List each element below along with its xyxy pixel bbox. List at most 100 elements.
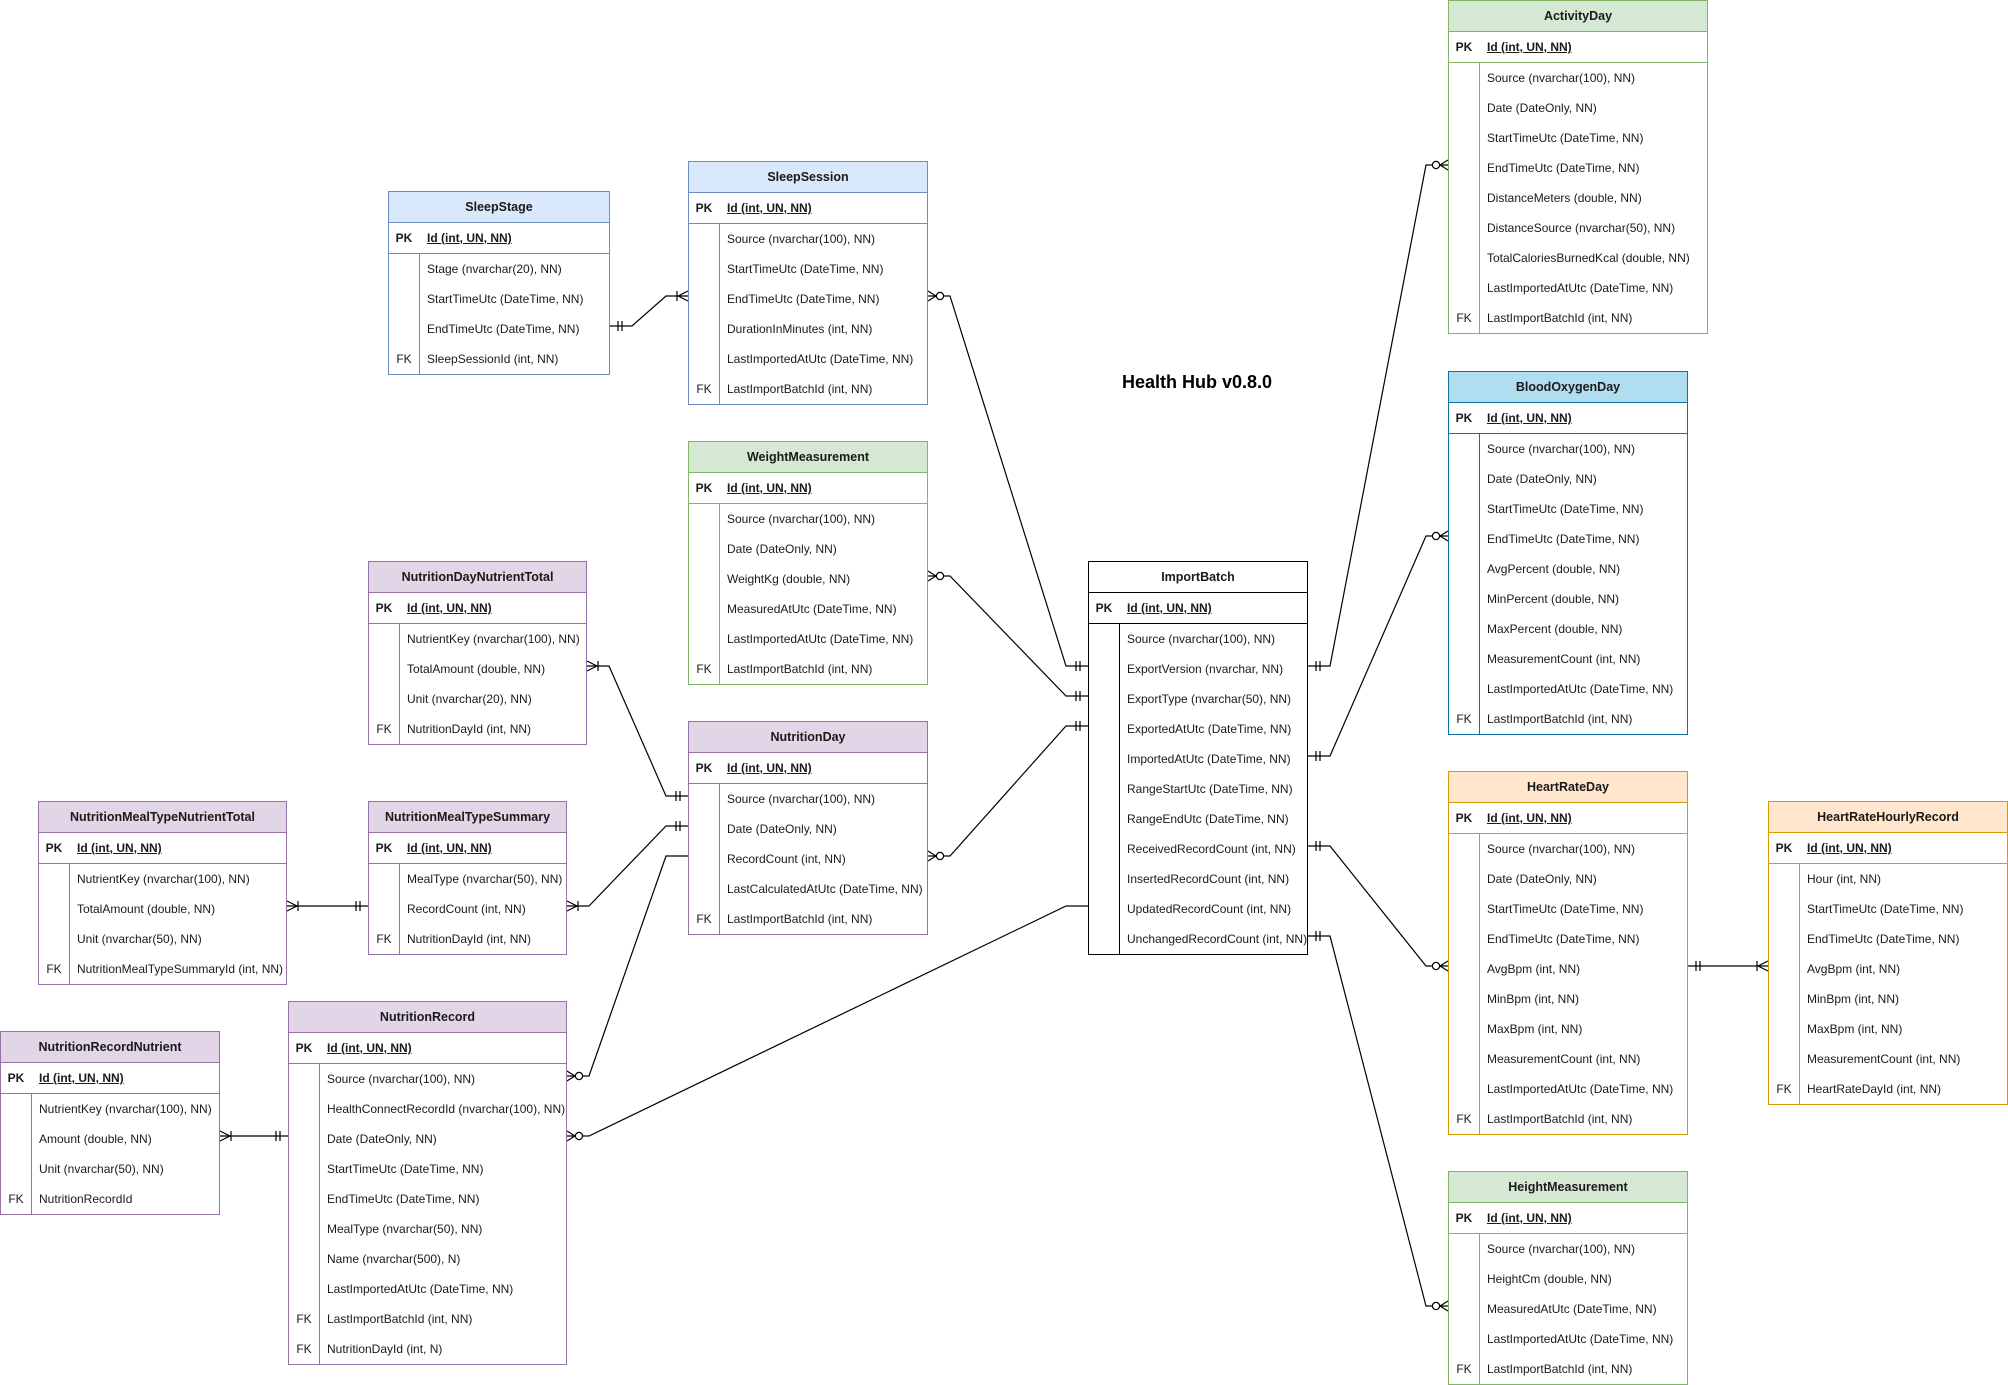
entity-name: NutritionMealTypeNutrientTotal: [39, 802, 286, 832]
column-row: NutrientKey (nvarchar(100), NN): [369, 624, 586, 654]
entity-name: BloodOxygenDay: [1449, 372, 1687, 402]
column-row: Date (DateOnly, NN): [289, 1124, 566, 1154]
pk-column: Id (int, UN, NN): [727, 481, 812, 495]
column-name: RecordCount (int, NN): [407, 902, 526, 916]
column-row: TotalCaloriesBurnedKcal (double, NN): [1449, 243, 1707, 273]
relationship-heartrateday-heartratehourlyrecord: [1688, 960, 1769, 972]
pk-column: Id (int, UN, NN): [39, 1071, 124, 1085]
column-name: EndTimeUtc (DateTime, NN): [727, 292, 880, 306]
column-row: RecordCount (int, NN): [369, 894, 566, 924]
column-row: EndTimeUtc (DateTime, NN): [1449, 924, 1687, 954]
entity-name: NutritionRecord: [289, 1002, 566, 1032]
column-name: Unit (nvarchar(50), NN): [39, 1162, 164, 1176]
column-row: ExportedAtUtc (DateTime, NN): [1089, 714, 1307, 744]
fk-marker: FK: [1456, 1362, 1472, 1376]
column-name: EndTimeUtc (DateTime, NN): [427, 322, 580, 336]
column-row: MeasurementCount (int, NN): [1769, 1044, 2007, 1074]
column-row: MinPercent (double, NN): [1449, 584, 1687, 614]
column-row: LastImportedAtUtc (DateTime, NN): [1449, 674, 1687, 704]
column-name: Unit (nvarchar(20), NN): [407, 692, 532, 706]
column-name: Source (nvarchar(100), NN): [727, 792, 876, 806]
relationship-nutritionrecord-nutritionday: [566, 855, 688, 1082]
pk-marker: PK: [7, 1071, 25, 1085]
column-row: WeightKg (double, NN): [689, 564, 927, 594]
entity-name: NutritionDay: [689, 722, 927, 752]
column-name: Source (nvarchar(100), NN): [727, 232, 876, 246]
column-name: Source (nvarchar(100), NN): [1487, 1242, 1636, 1256]
entity-name: HeartRateHourlyRecord: [1769, 802, 2007, 832]
column-name: MeasurementCount (int, NN): [1487, 1052, 1641, 1066]
column-row: MaxPercent (double, NN): [1449, 614, 1687, 644]
column-name: UnchangedRecordCount (int, NN): [1127, 932, 1308, 946]
pk-marker: PK: [375, 841, 393, 855]
column-name: MaxBpm (int, NN): [1487, 1022, 1583, 1036]
column-row: AvgPercent (double, NN): [1449, 554, 1687, 584]
relationship-nutritionmealtypenutrienttotal-nutritionmealtypesummary: [286, 900, 368, 912]
column-row: DistanceMeters (double, NN): [1449, 183, 1707, 213]
pk-marker: PK: [1095, 601, 1113, 615]
pk-column: Id (int, UN, NN): [327, 1041, 412, 1055]
column-name: MeasurementCount (int, NN): [1807, 1052, 1961, 1066]
column-row: StartTimeUtc (DateTime, NN): [689, 254, 927, 284]
column-name: Stage (nvarchar(20), NN): [427, 262, 562, 276]
column-row: MeasuredAtUtc (DateTime, NN): [1449, 1294, 1687, 1324]
column-name: LastImportBatchId (int, NN): [327, 1312, 473, 1326]
column-name: StartTimeUtc (DateTime, NN): [1487, 502, 1644, 516]
column-name: Date (DateOnly, NN): [327, 1132, 437, 1146]
column-name: WeightKg (double, NN): [727, 572, 851, 586]
pk-column: Id (int, UN, NN): [727, 761, 812, 775]
column-name: InsertedRecordCount (int, NN): [1127, 872, 1290, 886]
column-name: EndTimeUtc (DateTime, NN): [1487, 161, 1640, 175]
column-name: MinPercent (double, NN): [1487, 592, 1620, 606]
column-name: NutritionMealTypeSummaryId (int, NN): [77, 962, 284, 976]
pk-column: Id (int, UN, NN): [77, 841, 162, 855]
entity-name: NutritionDayNutrientTotal: [369, 562, 586, 592]
primary-key-row: PK Id (int, UN, NN): [1, 1062, 219, 1094]
pk-marker: PK: [395, 231, 413, 245]
relationship-importbatch-heartrateday: [1308, 841, 1449, 972]
column-name: Source (nvarchar(100), NN): [1487, 71, 1636, 85]
column-row: Source (nvarchar(100), NN): [1449, 1234, 1687, 1264]
column-name: Source (nvarchar(100), NN): [1127, 632, 1276, 646]
column-name: UpdatedRecordCount (int, NN): [1127, 902, 1292, 916]
entity-name: HeartRateDay: [1449, 772, 1687, 802]
pk-column: Id (int, UN, NN): [407, 601, 492, 615]
column-name: NutrientKey (nvarchar(100), NN): [77, 872, 250, 886]
column-row: StartTimeUtc (DateTime, NN): [1449, 894, 1687, 924]
column-name: TotalCaloriesBurnedKcal (double, NN): [1487, 251, 1690, 265]
pk-column: Id (int, UN, NN): [727, 201, 812, 215]
column-row: StartTimeUtc (DateTime, NN): [1449, 123, 1707, 153]
column-row: Unit (nvarchar(20), NN): [369, 684, 586, 714]
column-name: LastImportBatchId (int, NN): [727, 662, 873, 676]
column-row: RecordCount (int, NN): [689, 844, 927, 874]
column-name: EndTimeUtc (DateTime, NN): [1487, 532, 1640, 546]
column-row: Source (nvarchar(100), NN): [289, 1064, 566, 1094]
column-name: StartTimeUtc (DateTime, NN): [427, 292, 584, 306]
relationship-nutritiondaynutrienttotal-nutritionday: [586, 660, 688, 801]
column-name: ExportedAtUtc (DateTime, NN): [1127, 722, 1292, 736]
entity-name: SleepStage: [389, 192, 609, 222]
pk-marker: PK: [1455, 411, 1473, 425]
column-row: LastImportedAtUtc (DateTime, NN): [1449, 273, 1707, 303]
relationship-nutritionmealtypesummary-nutritionday: [566, 821, 688, 912]
column-row: Source (nvarchar(100), NN): [1449, 834, 1687, 864]
relationship-importbatch-activityday: [1308, 159, 1449, 671]
column-row: LastImportedAtUtc (DateTime, NN): [689, 624, 927, 654]
column-row: Source (nvarchar(100), NN): [689, 224, 927, 254]
